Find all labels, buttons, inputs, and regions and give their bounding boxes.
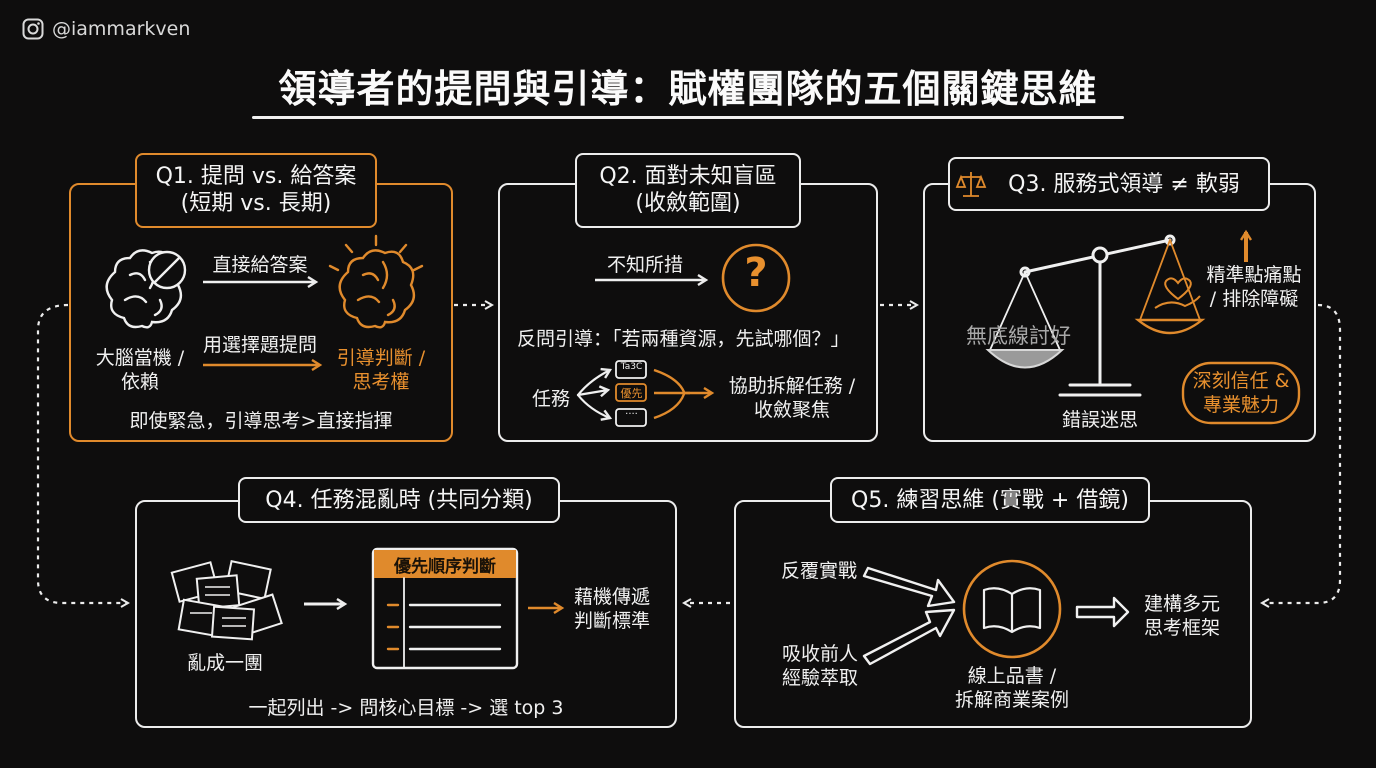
q1-arrow-bottom-label: 用選擇題提問 <box>202 334 317 356</box>
page-title: 領導者的提問與引導：賦權團隊的五個關鍵思維 <box>278 67 1098 111</box>
q1-right-line1: 引導判斷 / <box>336 347 426 369</box>
q3-right-line2: / 排除障礙 <box>1209 288 1299 310</box>
q5-input2-line1: 吸收前人 <box>781 643 858 665</box>
q5-book-line1: 線上品書 / <box>967 665 1057 687</box>
q1-right-text: 引導判斷 / 思考權 <box>326 346 436 394</box>
brain-crossed-icon <box>105 249 187 329</box>
instagram-handle[interactable]: @iammarkven <box>22 18 190 40</box>
q2-label-line1: Q2. 面對未知盲區 <box>599 164 777 189</box>
q5-result-line2: 思考框架 <box>1143 617 1220 639</box>
instagram-icon <box>22 18 44 40</box>
q4-result: 藉機傳遞 判斷標準 <box>562 585 662 633</box>
scale-small-icon <box>955 172 987 197</box>
q2-task: 任務 <box>532 388 571 410</box>
heart-hand-icon <box>1154 277 1201 309</box>
q3-left-pan-text: 無底線討好 <box>966 324 1071 348</box>
q5-input2: 吸收前人 經驗萃取 <box>770 642 870 690</box>
q5-result: 建構多元 思考框架 <box>1132 592 1232 640</box>
question-circle-icon <box>721 243 791 313</box>
q5-arrow-to-result <box>1075 596 1130 628</box>
q4-result-line1: 藉機傳遞 <box>573 586 650 608</box>
q2-result-line2: 收斂聚焦 <box>753 399 830 421</box>
q1-left-line2: 依賴 <box>120 371 159 393</box>
handle-text: @iammarkven <box>52 18 191 40</box>
q5-label-text: Q5. 練習思維 (實戰 + 借鏡) <box>851 488 1129 513</box>
q2-question: 反問引導：「若兩種資源，先試哪個？」 <box>517 328 850 350</box>
q1-left-text: 大腦當機 / 依賴 <box>90 346 190 394</box>
priority-header: 優先順序判斷 <box>394 557 496 577</box>
q1-footer: 即使緊急，引導思考>直接指揮 <box>129 410 393 432</box>
task-mini-boxes <box>615 360 647 427</box>
priority-header-fill <box>374 550 516 578</box>
q4-mess-label: 亂成一團 <box>186 652 263 674</box>
q1-label: Q1. 提問 vs. 給答案 (短期 vs. 長期) <box>135 153 377 228</box>
q2-result-line1: 協助拆解任務 / <box>728 375 856 397</box>
q3-right-line1: 精準點痛點 <box>1206 264 1302 286</box>
q3-badge-outline <box>1181 361 1301 425</box>
q2-label-line2: (收斂範圍) <box>635 191 741 216</box>
messy-papers-icon <box>170 559 283 641</box>
right-pan <box>1134 318 1206 335</box>
priority-rows <box>386 577 502 669</box>
q3-base-text: 錯誤迷思 <box>1061 409 1138 431</box>
q1-label-line1: Q1. 提問 vs. 給答案 <box>155 164 357 189</box>
q2-arrow-label: 不知所措 <box>606 254 683 276</box>
q1-left-line1: 大腦當機 / <box>95 347 185 369</box>
connector-q3-q5 <box>1262 303 1342 603</box>
brain-glow-icon <box>328 234 424 329</box>
q2-mini3: ···· <box>625 409 638 420</box>
q1-right-line2: 思考權 <box>352 371 410 393</box>
q5-book-line2: 拆解商業案例 <box>954 689 1069 711</box>
open-book-icon <box>982 587 1042 634</box>
q1-label-line2: (短期 vs. 長期) <box>180 191 332 216</box>
q4-label-text: Q4. 任務混亂時 (共同分類) <box>265 488 533 513</box>
q3-right-text: 精準點痛點 / 排除障礙 <box>1196 263 1312 311</box>
q4-footer: 一起列出 -> 問核心目標 -> 選 top 3 <box>248 697 564 719</box>
dashed-connectors <box>36 303 1342 603</box>
q5-input-arrows <box>862 566 956 666</box>
balance-scale-icon <box>989 234 1201 397</box>
left-pan <box>985 349 1065 369</box>
title-underline <box>252 116 1124 119</box>
q5-result-line1: 建構多元 <box>1143 593 1220 615</box>
book-circle <box>962 559 1062 659</box>
task-fork-arrows <box>576 370 610 418</box>
q3-badge-line1: 深刻信任 & <box>1192 370 1290 392</box>
q5-input2-line2: 經驗萃取 <box>781 667 858 689</box>
q2-label: Q2. 面對未知盲區 (收斂範圍) <box>575 153 801 228</box>
q4-result-line2: 判斷標準 <box>573 610 650 632</box>
q5-book-text: 線上品書 / 拆解商業案例 <box>942 664 1082 712</box>
q5-input1: 反覆實戰 <box>781 560 858 582</box>
q1-arrow-top-label: 直接給答案 <box>212 254 308 276</box>
q5-label: Q5. 練習思維 (實戰 + 借鏡) <box>830 477 1150 523</box>
q2-result: 協助拆解任務 / 收斂聚焦 <box>712 374 872 422</box>
priority-board <box>371 547 519 670</box>
q3-label: Q3. 服務式領導 ≠ 軟弱 <box>948 157 1270 211</box>
q2-mini2: 優先 <box>620 387 643 400</box>
question-mark-icon: ? <box>744 250 768 296</box>
q2-mini1: Ta3C <box>620 362 643 372</box>
q3-label-text: Q3. 服務式領導 ≠ 軟弱 <box>1008 172 1240 197</box>
q3-badge: 深刻信任 & 專業魅力 <box>1183 369 1299 417</box>
q3-badge-line2: 專業魅力 <box>1202 394 1279 416</box>
q4-label: Q4. 任務混亂時 (共同分類) <box>238 477 560 523</box>
